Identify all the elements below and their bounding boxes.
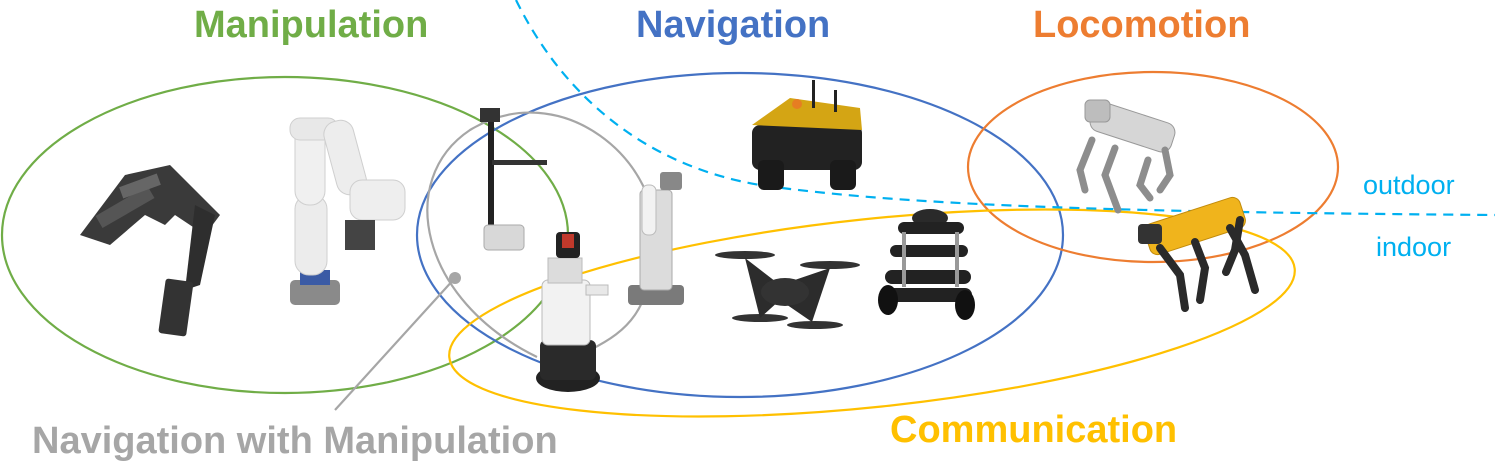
locomotion-region	[966, 70, 1340, 264]
communication-region	[448, 208, 1296, 418]
communication-label: Communication	[890, 409, 1178, 451]
indoor-label: indoor	[1376, 232, 1452, 262]
manipulation-label: Manipulation	[194, 4, 429, 46]
nav-with-manip-pointer	[334, 277, 456, 411]
outdoor-label: outdoor	[1363, 170, 1455, 200]
unitree-quadruped-icon	[1076, 99, 1176, 214]
hsr-mobile-manipulator-icon	[536, 232, 609, 392]
navigation-region	[415, 71, 1065, 399]
spot-quadruped-icon	[1138, 196, 1259, 312]
fetch-mobile-manipulator-icon	[628, 172, 684, 305]
jackal-rover-icon	[752, 80, 862, 190]
locomotion-label: Locomotion	[1033, 4, 1251, 46]
nav-with-manip-pointer-dot	[449, 272, 461, 284]
robotic-arm-icon	[289, 117, 406, 305]
multi-finger-gripper-icon	[80, 165, 220, 337]
stretch-mobile-manipulator-icon	[480, 108, 547, 251]
turtlebot-icon	[878, 209, 975, 320]
navigation-label: Navigation	[636, 4, 831, 46]
outdoor-indoor-boundary	[515, 0, 1495, 217]
quadcopter-drone-icon	[715, 251, 860, 329]
nav-with-manip-label: Navigation with Manipulation	[32, 420, 558, 462]
